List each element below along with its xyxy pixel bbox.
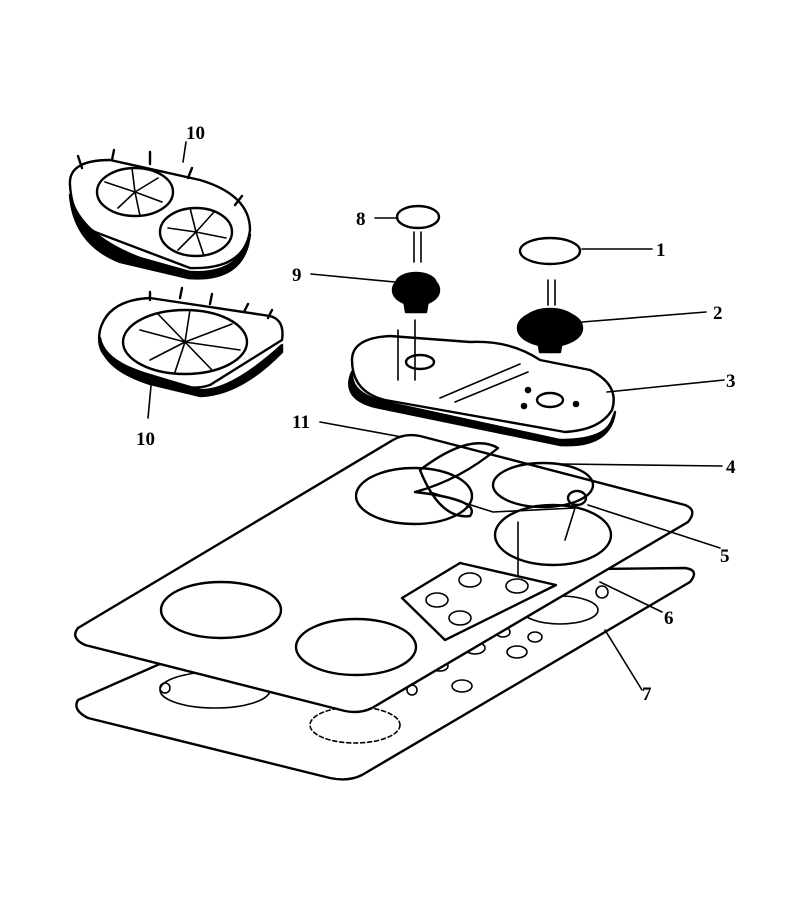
leader-2 xyxy=(581,311,707,323)
leader-10b xyxy=(147,374,153,419)
leader-lines xyxy=(147,141,725,691)
leader-6 xyxy=(599,581,663,613)
callout-7: 7 xyxy=(642,684,652,705)
part-8-small-burner-cap xyxy=(395,204,441,263)
callout-3: 3 xyxy=(726,371,736,392)
part-2-large-burner-head xyxy=(516,279,584,354)
leader-11 xyxy=(319,421,403,438)
part-10-single-grate xyxy=(97,286,284,398)
callout-6: 6 xyxy=(664,608,674,629)
leader-9 xyxy=(310,273,396,283)
callout-10-bottom: 10 xyxy=(136,429,155,450)
callout-4: 4 xyxy=(726,457,736,478)
callout-1: 1 xyxy=(656,240,666,261)
leader-4 xyxy=(561,463,723,467)
part-3-burner-base-tray xyxy=(348,319,617,447)
callout-2: 2 xyxy=(713,303,723,324)
leader-10a xyxy=(182,141,187,163)
part-4-cooktop-surface xyxy=(74,433,694,714)
part-9-small-burner-head xyxy=(391,271,441,314)
callout-8: 8 xyxy=(356,209,366,230)
leader-3 xyxy=(606,379,725,393)
part-1-large-burner-cap xyxy=(518,236,582,266)
callout-9: 9 xyxy=(292,265,302,286)
leader-7 xyxy=(604,629,643,691)
part-10-double-grate xyxy=(68,148,252,280)
leader-5 xyxy=(587,504,721,549)
callout-10-top: 10 xyxy=(186,123,205,144)
callout-labels: 10 10 8 9 1 2 3 4 5 6 7 11 xyxy=(136,123,736,705)
callout-5: 5 xyxy=(720,546,730,567)
callout-11: 11 xyxy=(292,412,310,433)
